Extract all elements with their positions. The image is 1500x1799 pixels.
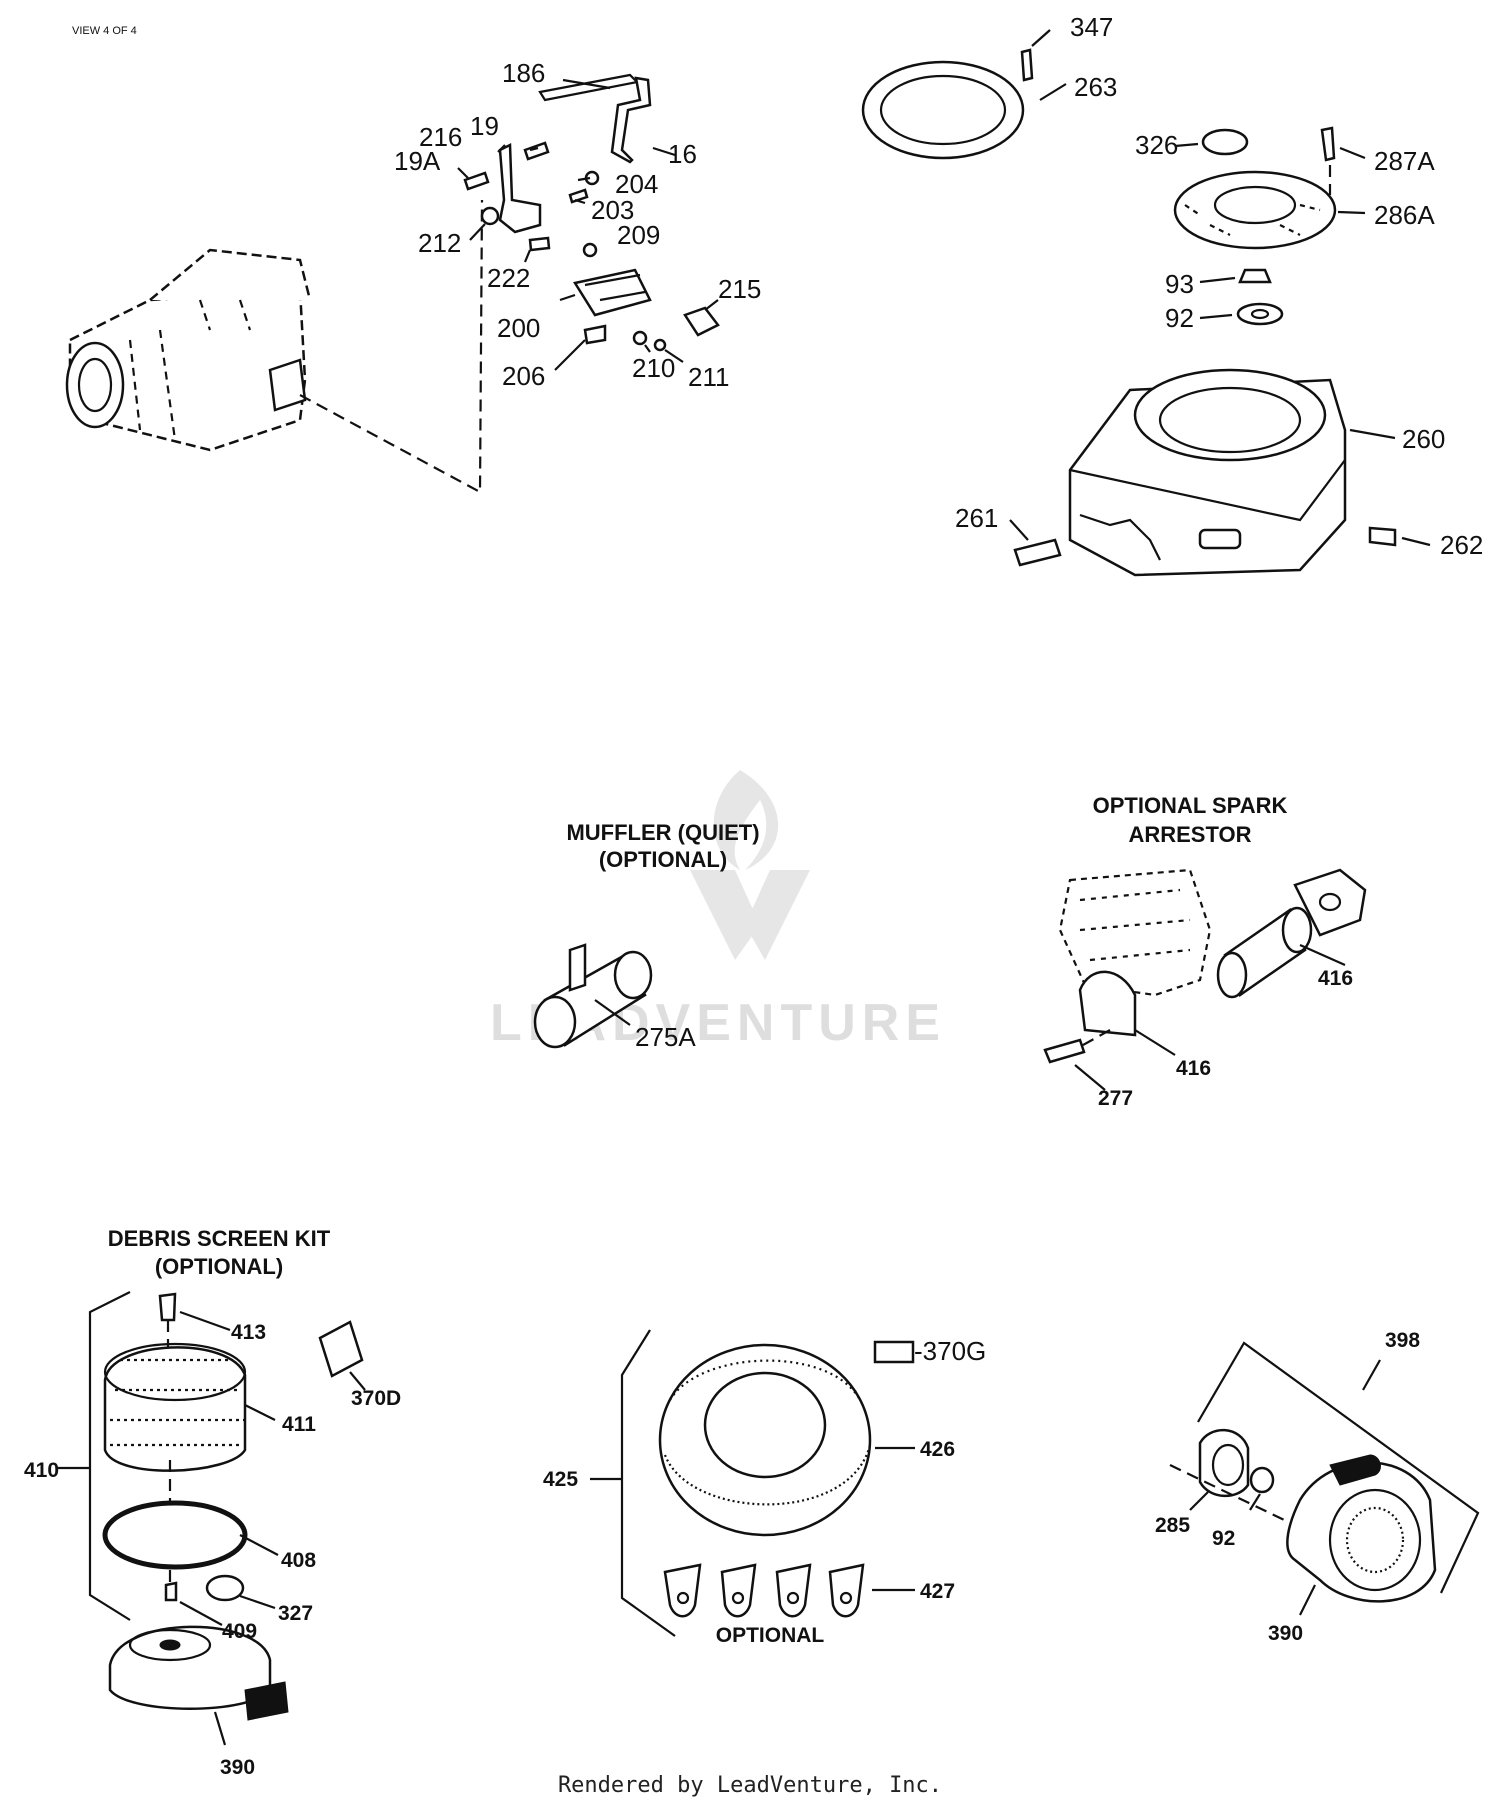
- footer-rendered-by: Rendered by LeadVenture, Inc.: [558, 1773, 942, 1798]
- callout-212: 212: [418, 228, 461, 258]
- spark-arrestor-illustration: [1043, 868, 1367, 1091]
- callout-16: 16: [668, 139, 697, 169]
- callout-390-debris: 390: [220, 1756, 255, 1779]
- callout-326: 326: [1135, 130, 1178, 160]
- callout-408: 408: [281, 1549, 316, 1572]
- callout-186: 186: [502, 58, 545, 88]
- blower-housing-group: [861, 29, 1431, 577]
- engine-block-illustration: [65, 199, 484, 494]
- callout-204: 204: [615, 169, 658, 199]
- callout-209: 209: [617, 220, 660, 250]
- spark-arrestor-title-line1: OPTIONAL SPARK: [1093, 793, 1288, 818]
- callout-200: 200: [497, 313, 540, 343]
- callout-426: 426: [920, 1438, 955, 1461]
- callout-19: 19: [470, 111, 499, 141]
- filter-optional-label: OPTIONAL: [716, 1624, 825, 1647]
- callout-92: 92: [1165, 303, 1194, 333]
- callout-398: 398: [1385, 1329, 1420, 1352]
- filter-group-illustration: [590, 1329, 915, 1637]
- callout-275a: 275A: [635, 1022, 696, 1052]
- clip-3: [775, 1563, 812, 1618]
- callout-262: 262: [1440, 530, 1483, 560]
- callout-19a: 19A: [394, 146, 441, 176]
- linkage-parts: [457, 73, 720, 371]
- callout-215: 215: [718, 274, 761, 304]
- callout-211: 211: [688, 362, 729, 392]
- callout-222: 222: [487, 263, 530, 293]
- callout-203: 203: [591, 195, 634, 225]
- rewind-starter-illustration: [1169, 1341, 1480, 1616]
- clip-1: [663, 1563, 702, 1618]
- clip-4: [828, 1563, 865, 1618]
- callout-261: 261: [955, 503, 998, 533]
- muffler-illustration: [533, 943, 653, 1049]
- callout-210: 210: [632, 353, 675, 383]
- callout-370g: -370G: [914, 1336, 986, 1366]
- callout-347: 347: [1070, 12, 1113, 42]
- muffler-title-line1: MUFFLER (QUIET): [566, 820, 759, 845]
- callout-425: 425: [543, 1468, 578, 1491]
- callout-416-plate: 416: [1176, 1057, 1211, 1080]
- spark-arrestor-title-line2: ARRESTOR: [1128, 822, 1251, 847]
- view-indicator: VIEW 4 OF 4: [72, 25, 137, 37]
- callout-413: 413: [231, 1321, 266, 1344]
- debris-screen-title-line1: DEBRIS SCREEN KIT: [108, 1226, 331, 1251]
- callout-411: 411: [282, 1413, 316, 1436]
- callout-93: 93: [1165, 269, 1194, 299]
- callout-427: 427: [920, 1580, 955, 1603]
- debris-screen-illustration: [56, 1291, 366, 1746]
- clip-2: [720, 1563, 757, 1618]
- callout-277: 277: [1098, 1087, 1133, 1110]
- callout-410: 410: [24, 1459, 59, 1482]
- callout-327: 327: [278, 1602, 313, 1625]
- callout-263: 263: [1074, 72, 1117, 102]
- callout-409: 409: [222, 1620, 257, 1643]
- muffler-title-line2: (OPTIONAL): [599, 847, 727, 872]
- callout-216: 216: [419, 122, 462, 152]
- callout-92-starter: 92: [1212, 1527, 1235, 1550]
- callout-287a: 287A: [1374, 146, 1435, 176]
- callout-285: 285: [1155, 1514, 1190, 1537]
- debris-screen-title-line2: (OPTIONAL): [155, 1254, 283, 1279]
- callout-390-starter: 390: [1268, 1622, 1303, 1645]
- callout-416-filter: 416: [1318, 967, 1353, 990]
- callout-206: 206: [502, 361, 545, 391]
- callout-370d: 370D: [351, 1387, 401, 1410]
- callout-286a: 286A: [1374, 200, 1435, 230]
- callout-260: 260: [1402, 424, 1445, 454]
